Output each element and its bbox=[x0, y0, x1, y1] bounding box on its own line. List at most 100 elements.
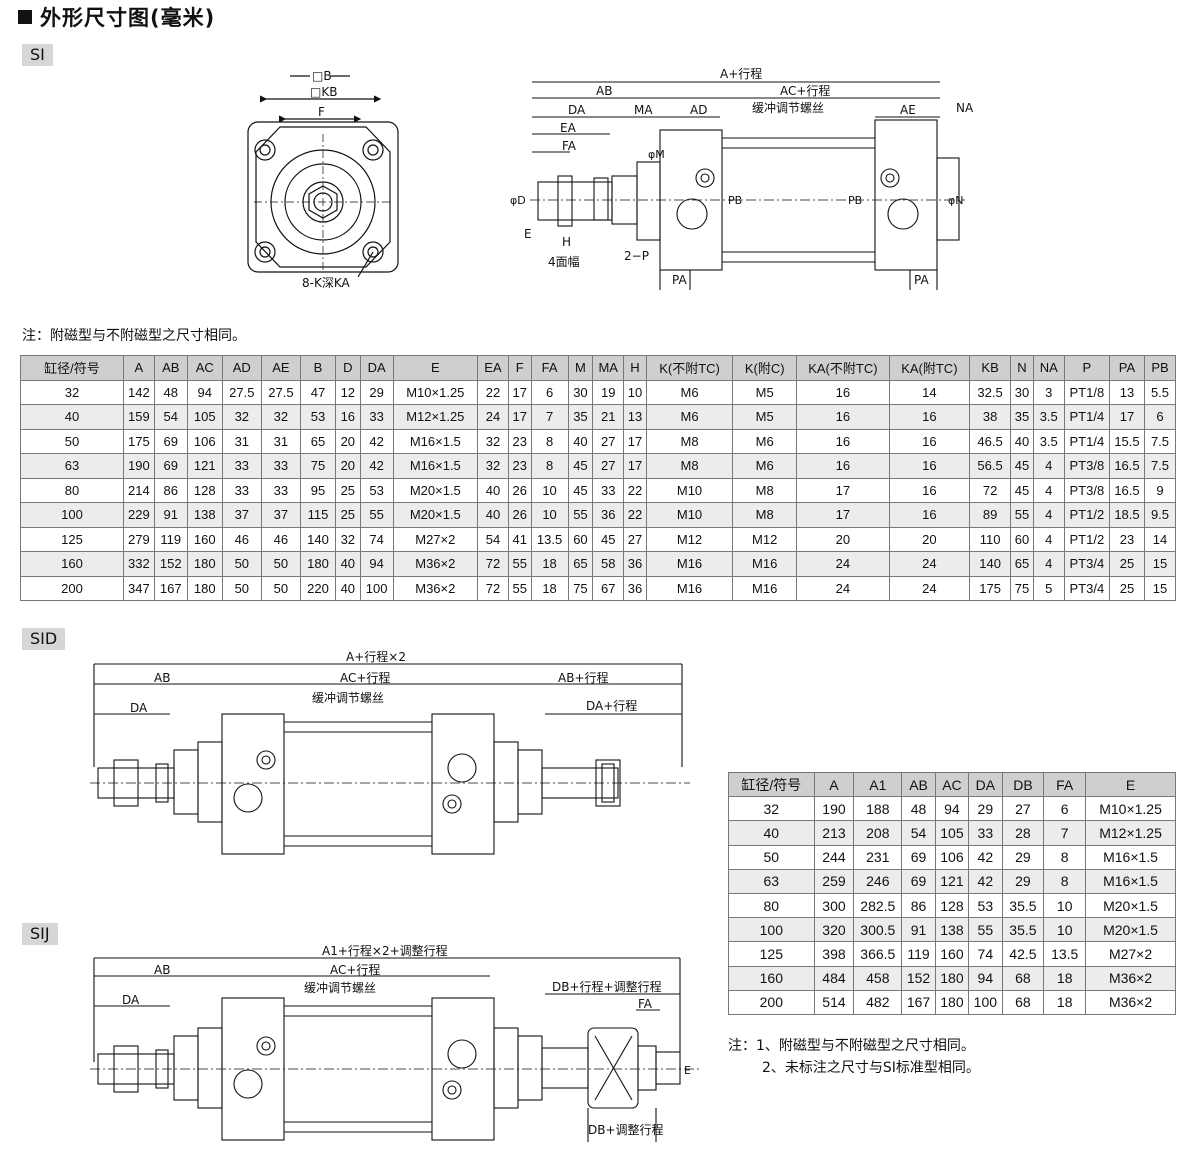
table-cell: 86 bbox=[901, 892, 936, 919]
table-cell: 75 bbox=[567, 575, 594, 601]
table-cell: 53 bbox=[968, 892, 1003, 919]
note-sid-2: 2、未标注之尺寸与SI标准型相同。 bbox=[762, 1060, 980, 1076]
col-header: AC bbox=[186, 355, 223, 381]
table-cell: M16×1.5 bbox=[1085, 844, 1176, 870]
dim-db-adjust-label: DB+调整行程 bbox=[588, 1122, 664, 1137]
table-cell: 13.5 bbox=[1043, 941, 1087, 967]
table-cell: 32 bbox=[20, 379, 124, 405]
table-cell: 94 bbox=[186, 379, 223, 405]
table-cell: PT3/8 bbox=[1063, 477, 1110, 503]
table-cell: 300 bbox=[813, 892, 855, 919]
table-cell: 17 bbox=[796, 502, 890, 528]
table-cell: PT1/2 bbox=[1063, 502, 1110, 528]
table-cell: 9.5 bbox=[1143, 502, 1177, 528]
table-cell: 100 bbox=[728, 917, 815, 943]
col-header: 缸径/符号 bbox=[728, 771, 815, 798]
table-cell: 54 bbox=[477, 526, 509, 552]
table-cell: 42 bbox=[968, 868, 1003, 894]
table-cell: 10 bbox=[623, 379, 647, 405]
table-cell: 40 bbox=[477, 502, 509, 528]
table-cell: 32 bbox=[477, 453, 509, 479]
table-cell: 33 bbox=[260, 453, 301, 479]
table-cell: 17 bbox=[623, 453, 647, 479]
table-cell: 30 bbox=[567, 379, 594, 405]
table-cell: 32 bbox=[260, 404, 301, 430]
table-cell: 6 bbox=[1143, 404, 1177, 430]
dim-a-stroke-label: A+行程 bbox=[720, 66, 762, 81]
table-cell: 80 bbox=[20, 477, 124, 503]
table-cell: 332 bbox=[122, 551, 155, 577]
table-cell: M16 bbox=[645, 551, 734, 577]
cushion-screw-label: 缓冲调节螺丝 bbox=[304, 980, 376, 995]
table-cell: 106 bbox=[186, 428, 223, 454]
table-cell: 28 bbox=[1001, 820, 1045, 846]
table-cell: 19 bbox=[592, 379, 625, 405]
table-cell: 53 bbox=[359, 477, 394, 503]
table-cell: 18 bbox=[1043, 965, 1087, 991]
table-cell: 115 bbox=[299, 502, 336, 528]
table-cell: M20×1.5 bbox=[1085, 892, 1176, 919]
table-cell: 25 bbox=[1108, 551, 1145, 577]
dim-phi-m-label: φM bbox=[648, 148, 665, 161]
table-cell: PT3/4 bbox=[1063, 551, 1110, 577]
table-cell: 91 bbox=[901, 917, 936, 943]
table-cell: 86 bbox=[153, 477, 188, 503]
col-header: E bbox=[1085, 771, 1176, 798]
col-header: A bbox=[813, 771, 855, 798]
table-cell: 105 bbox=[934, 820, 970, 846]
table-cell: 8 bbox=[530, 453, 569, 479]
table-cell: 16 bbox=[796, 404, 890, 430]
dim-pa-label: PA bbox=[672, 273, 687, 287]
table-cell: 13 bbox=[1108, 379, 1145, 405]
col-header: AE bbox=[260, 355, 301, 381]
table-cell: 13.5 bbox=[530, 526, 569, 552]
dim-fa-label: FA bbox=[562, 139, 577, 153]
table-cell: 16 bbox=[888, 404, 971, 430]
table-cell: 22 bbox=[623, 477, 647, 503]
section-tag-si: SI bbox=[22, 44, 53, 66]
table-cell: 46.5 bbox=[968, 428, 1012, 454]
table-cell: 42 bbox=[968, 844, 1003, 870]
table-cell: M16 bbox=[732, 575, 798, 601]
table-cell: 13 bbox=[623, 404, 647, 430]
table-cell: 458 bbox=[853, 965, 903, 991]
table-cell: 24 bbox=[796, 575, 890, 601]
table-cell: 40 bbox=[567, 428, 594, 454]
table-cell: 21 bbox=[592, 404, 625, 430]
table-cell: 38 bbox=[968, 404, 1012, 430]
table-cell: 20 bbox=[334, 428, 361, 454]
table-cell: 53 bbox=[299, 404, 336, 430]
col-header: A bbox=[122, 355, 155, 381]
table-cell: 9 bbox=[1143, 477, 1177, 503]
table-cell: 366.5 bbox=[853, 941, 903, 967]
table-cell: M16 bbox=[732, 551, 798, 577]
table-cell: 33 bbox=[592, 477, 625, 503]
table-cell: 16 bbox=[888, 502, 971, 528]
table-cell: 347 bbox=[122, 575, 155, 601]
table-cell: 3.5 bbox=[1032, 404, 1065, 430]
table-cell: 482 bbox=[853, 989, 903, 1015]
table-cell: 75 bbox=[1010, 575, 1034, 601]
table-cell: 60 bbox=[1010, 526, 1034, 552]
table-cell: 10 bbox=[530, 477, 569, 503]
table-cell: 259 bbox=[813, 868, 855, 894]
table-cell: 6 bbox=[1043, 796, 1087, 822]
table-cell: 24 bbox=[796, 551, 890, 577]
table-cell: 128 bbox=[934, 892, 970, 919]
table-cell: 35 bbox=[567, 404, 594, 430]
table-cell: 50 bbox=[260, 575, 301, 601]
table-cell: M5 bbox=[732, 379, 798, 405]
table-cell: 20 bbox=[334, 453, 361, 479]
table-cell: 20 bbox=[796, 526, 890, 552]
